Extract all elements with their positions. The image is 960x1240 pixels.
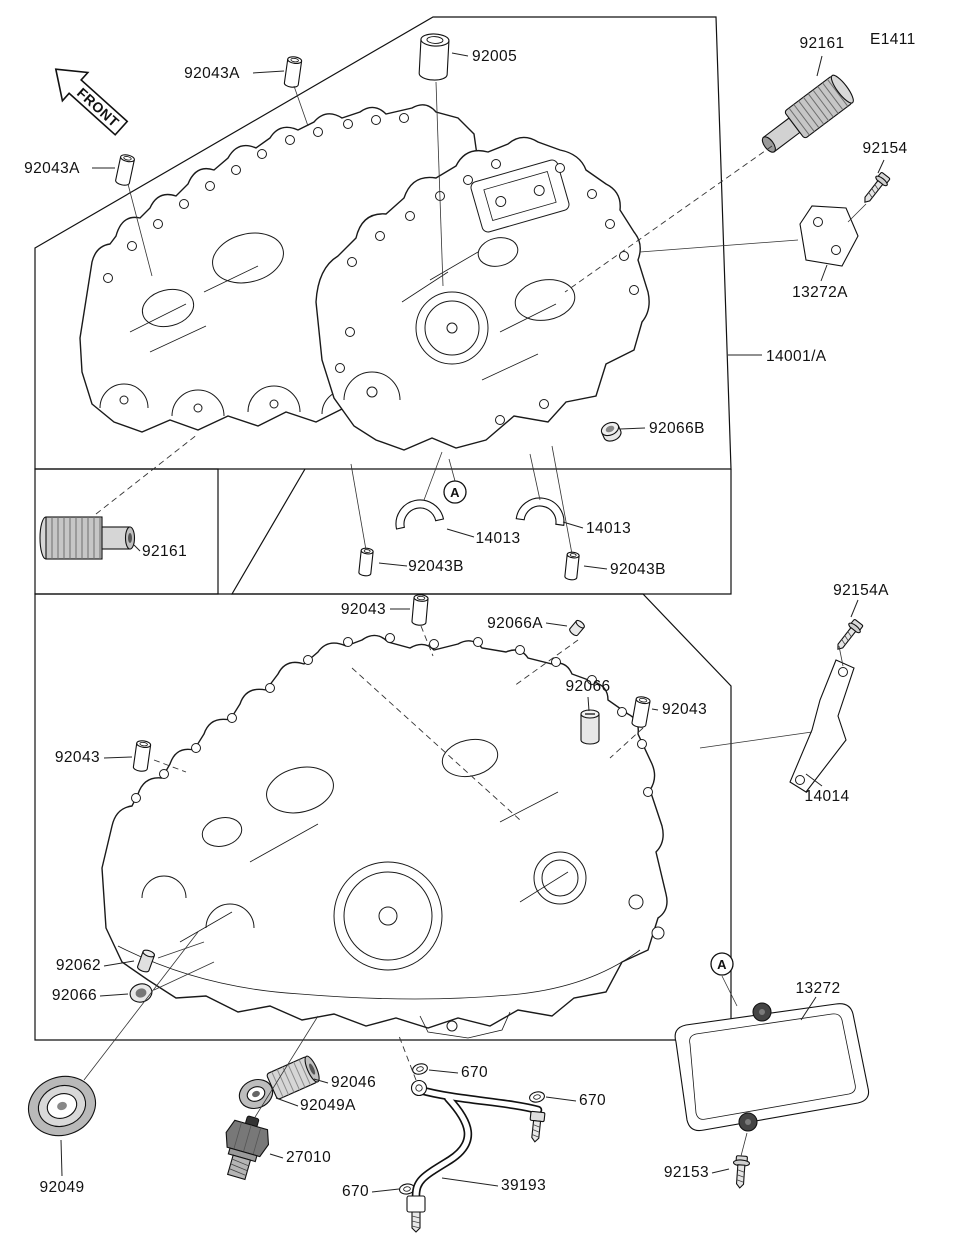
- section-marker-label: A: [450, 485, 460, 500]
- small-parts: [27, 33, 891, 1233]
- screw-92154a: [837, 619, 864, 650]
- plug-92066-lower: [129, 983, 153, 1003]
- callout-14013-left: 14013: [475, 530, 520, 547]
- section-marker-label: A: [717, 957, 727, 972]
- dowel-pin-92043a-top: [283, 56, 303, 88]
- callout-92066a: 92066A: [487, 615, 543, 632]
- dowel-pin-92043-left: [132, 740, 152, 772]
- section-marker-a-upper: A: [443, 480, 467, 504]
- oil-seal-92049a: [238, 1078, 274, 1110]
- callout-13272: 13272: [795, 980, 840, 997]
- callout-92066-upper: 92066: [565, 678, 610, 695]
- washer-670-1: [412, 1063, 428, 1075]
- dowel-pin-92043a-left: [115, 154, 135, 186]
- callout-670-2: 670: [579, 1092, 606, 1109]
- plug-92062: [137, 949, 156, 973]
- dowel-pin-92043-right: [631, 696, 651, 728]
- callout-92161-top: 92161: [799, 35, 844, 52]
- callout-92043-top: 92043: [341, 601, 386, 618]
- lower-crankcase-drawing: [101, 633, 668, 1039]
- section-marker-a-lower: A: [710, 952, 734, 976]
- callout-92154: 92154: [862, 140, 907, 157]
- callout-92043b-left: 92043B: [408, 558, 464, 575]
- callout-670-3: 670: [342, 1183, 369, 1200]
- callout-92043a-top: 92043A: [184, 65, 240, 82]
- callout-27010: 27010: [286, 1149, 331, 1166]
- callout-39193: 39193: [501, 1177, 546, 1194]
- thrust-half-ring-14013-left: [395, 499, 445, 530]
- plug-92066a: [569, 619, 585, 637]
- boundary-boxes: [34, 16, 732, 1041]
- oil-seal-92049: [27, 1075, 97, 1137]
- bolt-92153: [732, 1155, 751, 1189]
- callout-92062: 92062: [56, 957, 101, 974]
- washer-670-2: [529, 1091, 545, 1103]
- needle-bearing-92046: [266, 1055, 320, 1100]
- washer-670-3: [398, 1183, 416, 1195]
- thrust-half-ring-14013-right: [515, 497, 565, 526]
- oil-pipe-39193: [406, 1079, 546, 1233]
- dowel-pin-92043b-right: [564, 551, 580, 581]
- callouts: 92043A 92005 92161 92154 13272A 14001/A …: [24, 35, 907, 1200]
- front-arrow-shape: [54, 68, 129, 136]
- knock-pin-92161-top: [761, 74, 854, 153]
- callout-92043a-left: 92043A: [24, 160, 80, 177]
- callout-92043-right: 92043: [662, 701, 707, 718]
- callout-670-1: 670: [461, 1064, 488, 1081]
- front-arrow: FRONT: [54, 68, 129, 136]
- leader-lines: [60, 52, 885, 1193]
- bracket-14014: [789, 659, 855, 793]
- callout-14013-right: 14013: [586, 520, 631, 537]
- section-markers: A A: [443, 480, 734, 976]
- callout-92043-left: 92043: [55, 749, 100, 766]
- upper-crankcase-drawing: [79, 104, 650, 451]
- callout-92046: 92046: [331, 1074, 376, 1091]
- callout-92043b-right: 92043B: [610, 561, 666, 578]
- plug-92066-upper: [580, 709, 600, 745]
- oil-screen-13272: [674, 1002, 870, 1132]
- callout-92066-lower: 92066: [52, 987, 97, 1004]
- callout-92049a: 92049A: [300, 1097, 356, 1114]
- callout-92154a: 92154A: [833, 582, 889, 599]
- dowel-pin-92043b-left: [358, 547, 374, 577]
- callout-92161-left: 92161: [142, 543, 187, 560]
- callout-92153: 92153: [664, 1164, 709, 1181]
- front-label: FRONT: [74, 84, 122, 130]
- screw-92154: [864, 172, 891, 203]
- callout-92049: 92049: [39, 1179, 84, 1196]
- page-code: E1411: [870, 31, 916, 48]
- callout-14001a: 14001/A: [766, 348, 827, 365]
- bracket-13272a: [799, 205, 859, 267]
- callout-14014: 14014: [804, 788, 849, 805]
- oil-pressure-switch-27010: [225, 1115, 270, 1181]
- callout-92066b: 92066B: [649, 420, 705, 437]
- callout-13272a: 13272A: [792, 284, 848, 301]
- knock-pin-92161-left: [39, 516, 136, 560]
- callout-92005: 92005: [472, 48, 517, 65]
- plug-92066b: [600, 421, 622, 442]
- dowel-pin-92043-top: [411, 594, 429, 626]
- collar-92005: [418, 33, 450, 81]
